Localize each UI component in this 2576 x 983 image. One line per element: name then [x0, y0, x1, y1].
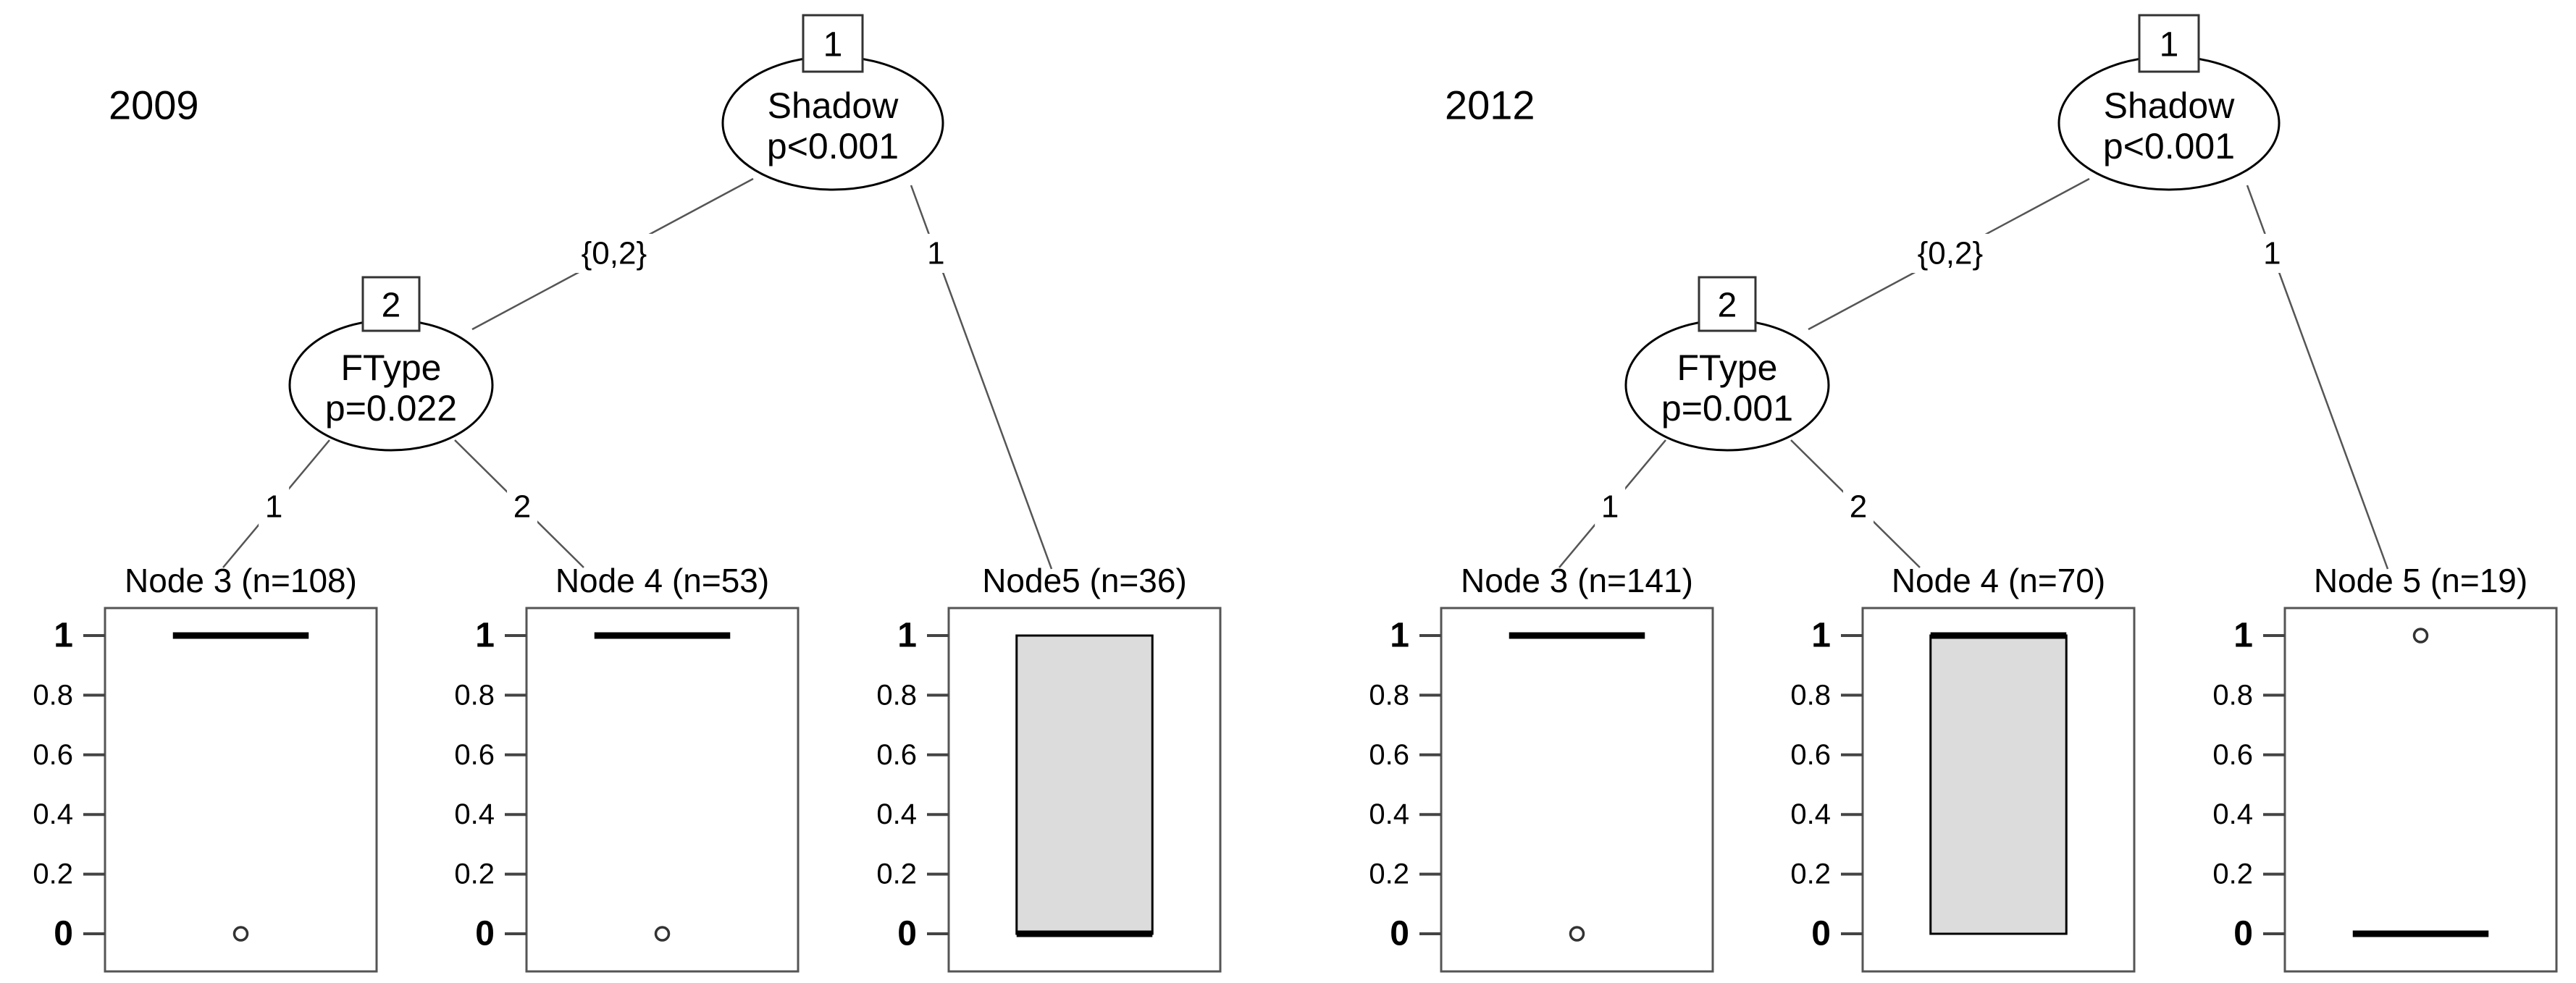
- y-axis-tick-label: 0.6: [2212, 739, 2253, 771]
- y-axis-tick-label: 0.4: [454, 798, 495, 830]
- node-variable-label: FType: [341, 347, 442, 388]
- y-axis-tick-label: 0.4: [33, 798, 73, 830]
- y-axis-tick-label: 0: [897, 915, 917, 953]
- node-pvalue-label: p<0.001: [2103, 126, 2235, 166]
- terminal-panel-border: [525, 607, 800, 973]
- node-badge-number: 2: [382, 287, 401, 325]
- edge-label: 2: [1850, 489, 1867, 525]
- y-axis-tick-label: 0.2: [1369, 858, 1409, 890]
- y-axis-tick-label: 0.4: [1369, 798, 1409, 830]
- node-2-badge: [1698, 276, 1757, 332]
- edge-label: 1: [927, 236, 944, 271]
- terminal-panel-border: [104, 607, 378, 973]
- edge-label: {0,2}: [582, 236, 647, 271]
- y-axis-tick-label: 0.8: [1369, 679, 1409, 711]
- terminal-panel-border: [2283, 607, 2558, 973]
- outlier-circle: [2412, 628, 2429, 644]
- iqr-box: [1015, 634, 1154, 935]
- y-axis-tick-label: 0.2: [2212, 858, 2253, 890]
- y-axis-tick-label: 0.8: [454, 679, 495, 711]
- terminal-panel-5: Node 5 (n=19) 1 0.8 0.6 0.4 0.2 0: [2212, 562, 2558, 973]
- terminal-header: Node 4 (n=53): [555, 562, 769, 599]
- node-pvalue-label: p=0.001: [1661, 388, 1793, 429]
- edge-label-bg: [563, 234, 664, 273]
- y-axis-tick-label: 1: [54, 617, 73, 655]
- y-axis-tick-label: 0.2: [1790, 858, 1831, 890]
- y-axis-tick-label: 0.6: [876, 739, 917, 771]
- node-badge-number: 2: [1718, 287, 1737, 325]
- node-pvalue-label: p<0.001: [767, 126, 899, 166]
- y-axis-tick-label: 0.6: [454, 739, 495, 771]
- terminal-panel-3: Node 3 (n=108) 1 0.8 0.6 0.4 0.2 0: [33, 562, 378, 973]
- y-axis-tick-label: 0.6: [33, 739, 73, 771]
- y-axis-tick-label: 0: [54, 915, 73, 953]
- iqr-box: [1929, 634, 2068, 935]
- edge-label: 1: [2263, 236, 2281, 271]
- edge-label-bg: [1843, 487, 1874, 526]
- y-axis-tick-label: 0: [1390, 915, 1409, 953]
- edge-label-bg: [1595, 487, 1626, 526]
- edge-label-bg: [507, 487, 538, 526]
- y-axis-tick-label: 0.2: [33, 858, 73, 890]
- node-2-badge: [361, 276, 421, 332]
- terminal-header: Node5 (n=36): [982, 562, 1187, 599]
- y-axis-tick-label: 0.6: [1369, 739, 1409, 771]
- node-variable-label: Shadow: [2104, 85, 2236, 126]
- year-label: 2012: [1445, 83, 1535, 128]
- y-axis-tick-label: 0: [2233, 915, 2253, 953]
- edge-label: 1: [265, 489, 282, 525]
- y-axis-tick-label: 1: [1811, 617, 1831, 655]
- node-1-badge: [802, 14, 864, 73]
- y-axis-tick-label: 0.4: [876, 798, 917, 830]
- edge-label-bg: [1900, 234, 2000, 273]
- y-axis-tick-label: 0.8: [876, 679, 917, 711]
- y-axis-tick-label: 0: [475, 915, 495, 953]
- terminal-header: Node 5 (n=19): [2314, 562, 2527, 599]
- y-axis-tick-label: 0.4: [1790, 798, 1831, 830]
- y-axis-tick-label: 1: [1390, 617, 1409, 655]
- y-axis-tick-label: 0.6: [1790, 739, 1831, 771]
- outlier-circle: [232, 926, 249, 942]
- y-axis-tick-label: 0.8: [2212, 679, 2253, 711]
- terminal-panel-4: Node 4 (n=53) 1 0.8 0.6 0.4 0.2 0: [454, 562, 800, 973]
- edge-label-bg: [920, 234, 952, 273]
- node-variable-label: Shadow: [768, 85, 899, 126]
- terminal-panel-5: Node5 (n=36) 1 0.8 0.6 0.4 0.2 0: [876, 562, 1222, 973]
- edge-label-bg: [2257, 234, 2288, 273]
- y-axis-tick-label: 0: [1811, 915, 1831, 953]
- terminal-header: Node 3 (n=141): [1461, 562, 1693, 599]
- y-axis-tick-label: 0.2: [876, 858, 917, 890]
- node-1-badge: [2138, 14, 2200, 73]
- y-axis-tick-label: 0.8: [33, 679, 73, 711]
- node-badge-number: 1: [823, 26, 843, 64]
- y-axis-tick-label: 0.2: [454, 858, 495, 890]
- outlier-circle: [1569, 926, 1585, 942]
- node-badge-number: 1: [2160, 26, 2179, 64]
- node-variable-label: FType: [1677, 347, 1778, 388]
- terminal-panel-border: [1440, 607, 1714, 973]
- y-axis-tick-label: 1: [2233, 617, 2253, 655]
- terminal-header: Node 4 (n=70): [1892, 562, 2105, 599]
- edge-label: 2: [513, 489, 531, 525]
- outlier-circle: [654, 926, 671, 942]
- edge-label-bg: [259, 487, 290, 526]
- y-axis-tick-label: 1: [475, 617, 495, 655]
- y-axis-tick-label: 0.4: [2212, 798, 2253, 830]
- edge-label: {0,2}: [1918, 236, 1984, 271]
- terminal-panel-4: Node 4 (n=70) 1 0.8 0.6 0.4 0.2 0: [1790, 562, 2136, 973]
- year-label: 2009: [109, 83, 199, 128]
- y-axis-tick-label: 0.8: [1790, 679, 1831, 711]
- edge-label: 1: [1601, 489, 1619, 525]
- y-axis-tick-label: 1: [897, 617, 917, 655]
- node-pvalue-label: p=0.022: [325, 388, 457, 429]
- terminal-panel-3: Node 3 (n=141) 1 0.8 0.6 0.4 0.2 0: [1369, 562, 1714, 973]
- terminal-header: Node 3 (n=108): [125, 562, 357, 599]
